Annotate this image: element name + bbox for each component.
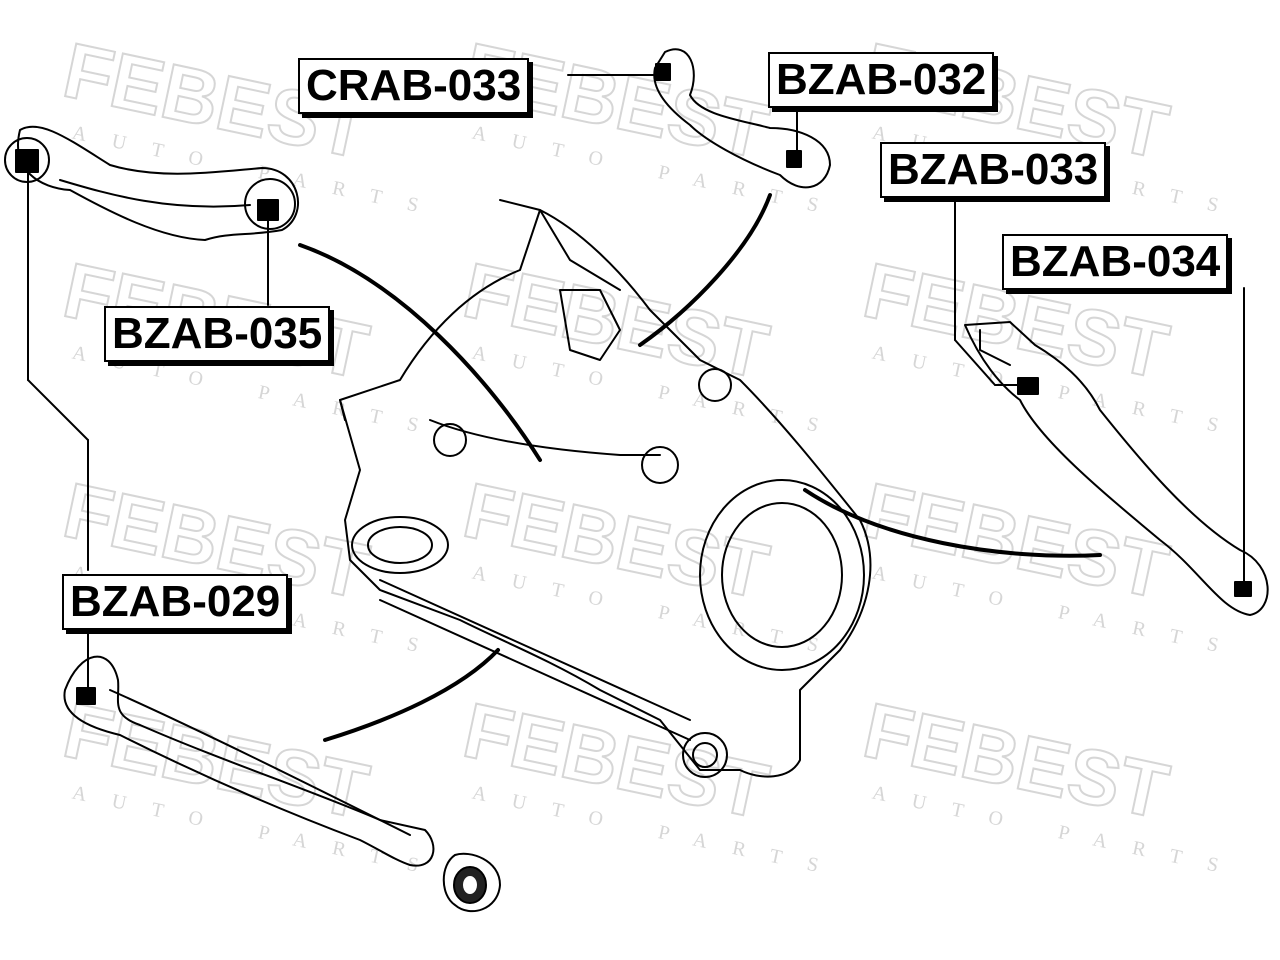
- part-label-bzab-029[interactable]: BZAB-029: [62, 574, 289, 630]
- upper-camber-arm: [567, 48, 831, 189]
- pointer-arrows: [298, 193, 1102, 742]
- part-label-bzab-033[interactable]: BZAB-033: [880, 142, 1107, 198]
- lower-trailing-link: [63, 629, 501, 913]
- part-label-bzab-032[interactable]: BZAB-032: [768, 52, 995, 108]
- part-label-bzab-034[interactable]: BZAB-034: [1002, 234, 1229, 290]
- part-label-crab-033[interactable]: CRAB-033: [298, 58, 530, 114]
- upper-left-control-arm: [4, 125, 299, 571]
- part-label-bzab-035[interactable]: BZAB-035: [104, 306, 331, 362]
- trailing-arm-right: [954, 194, 1269, 616]
